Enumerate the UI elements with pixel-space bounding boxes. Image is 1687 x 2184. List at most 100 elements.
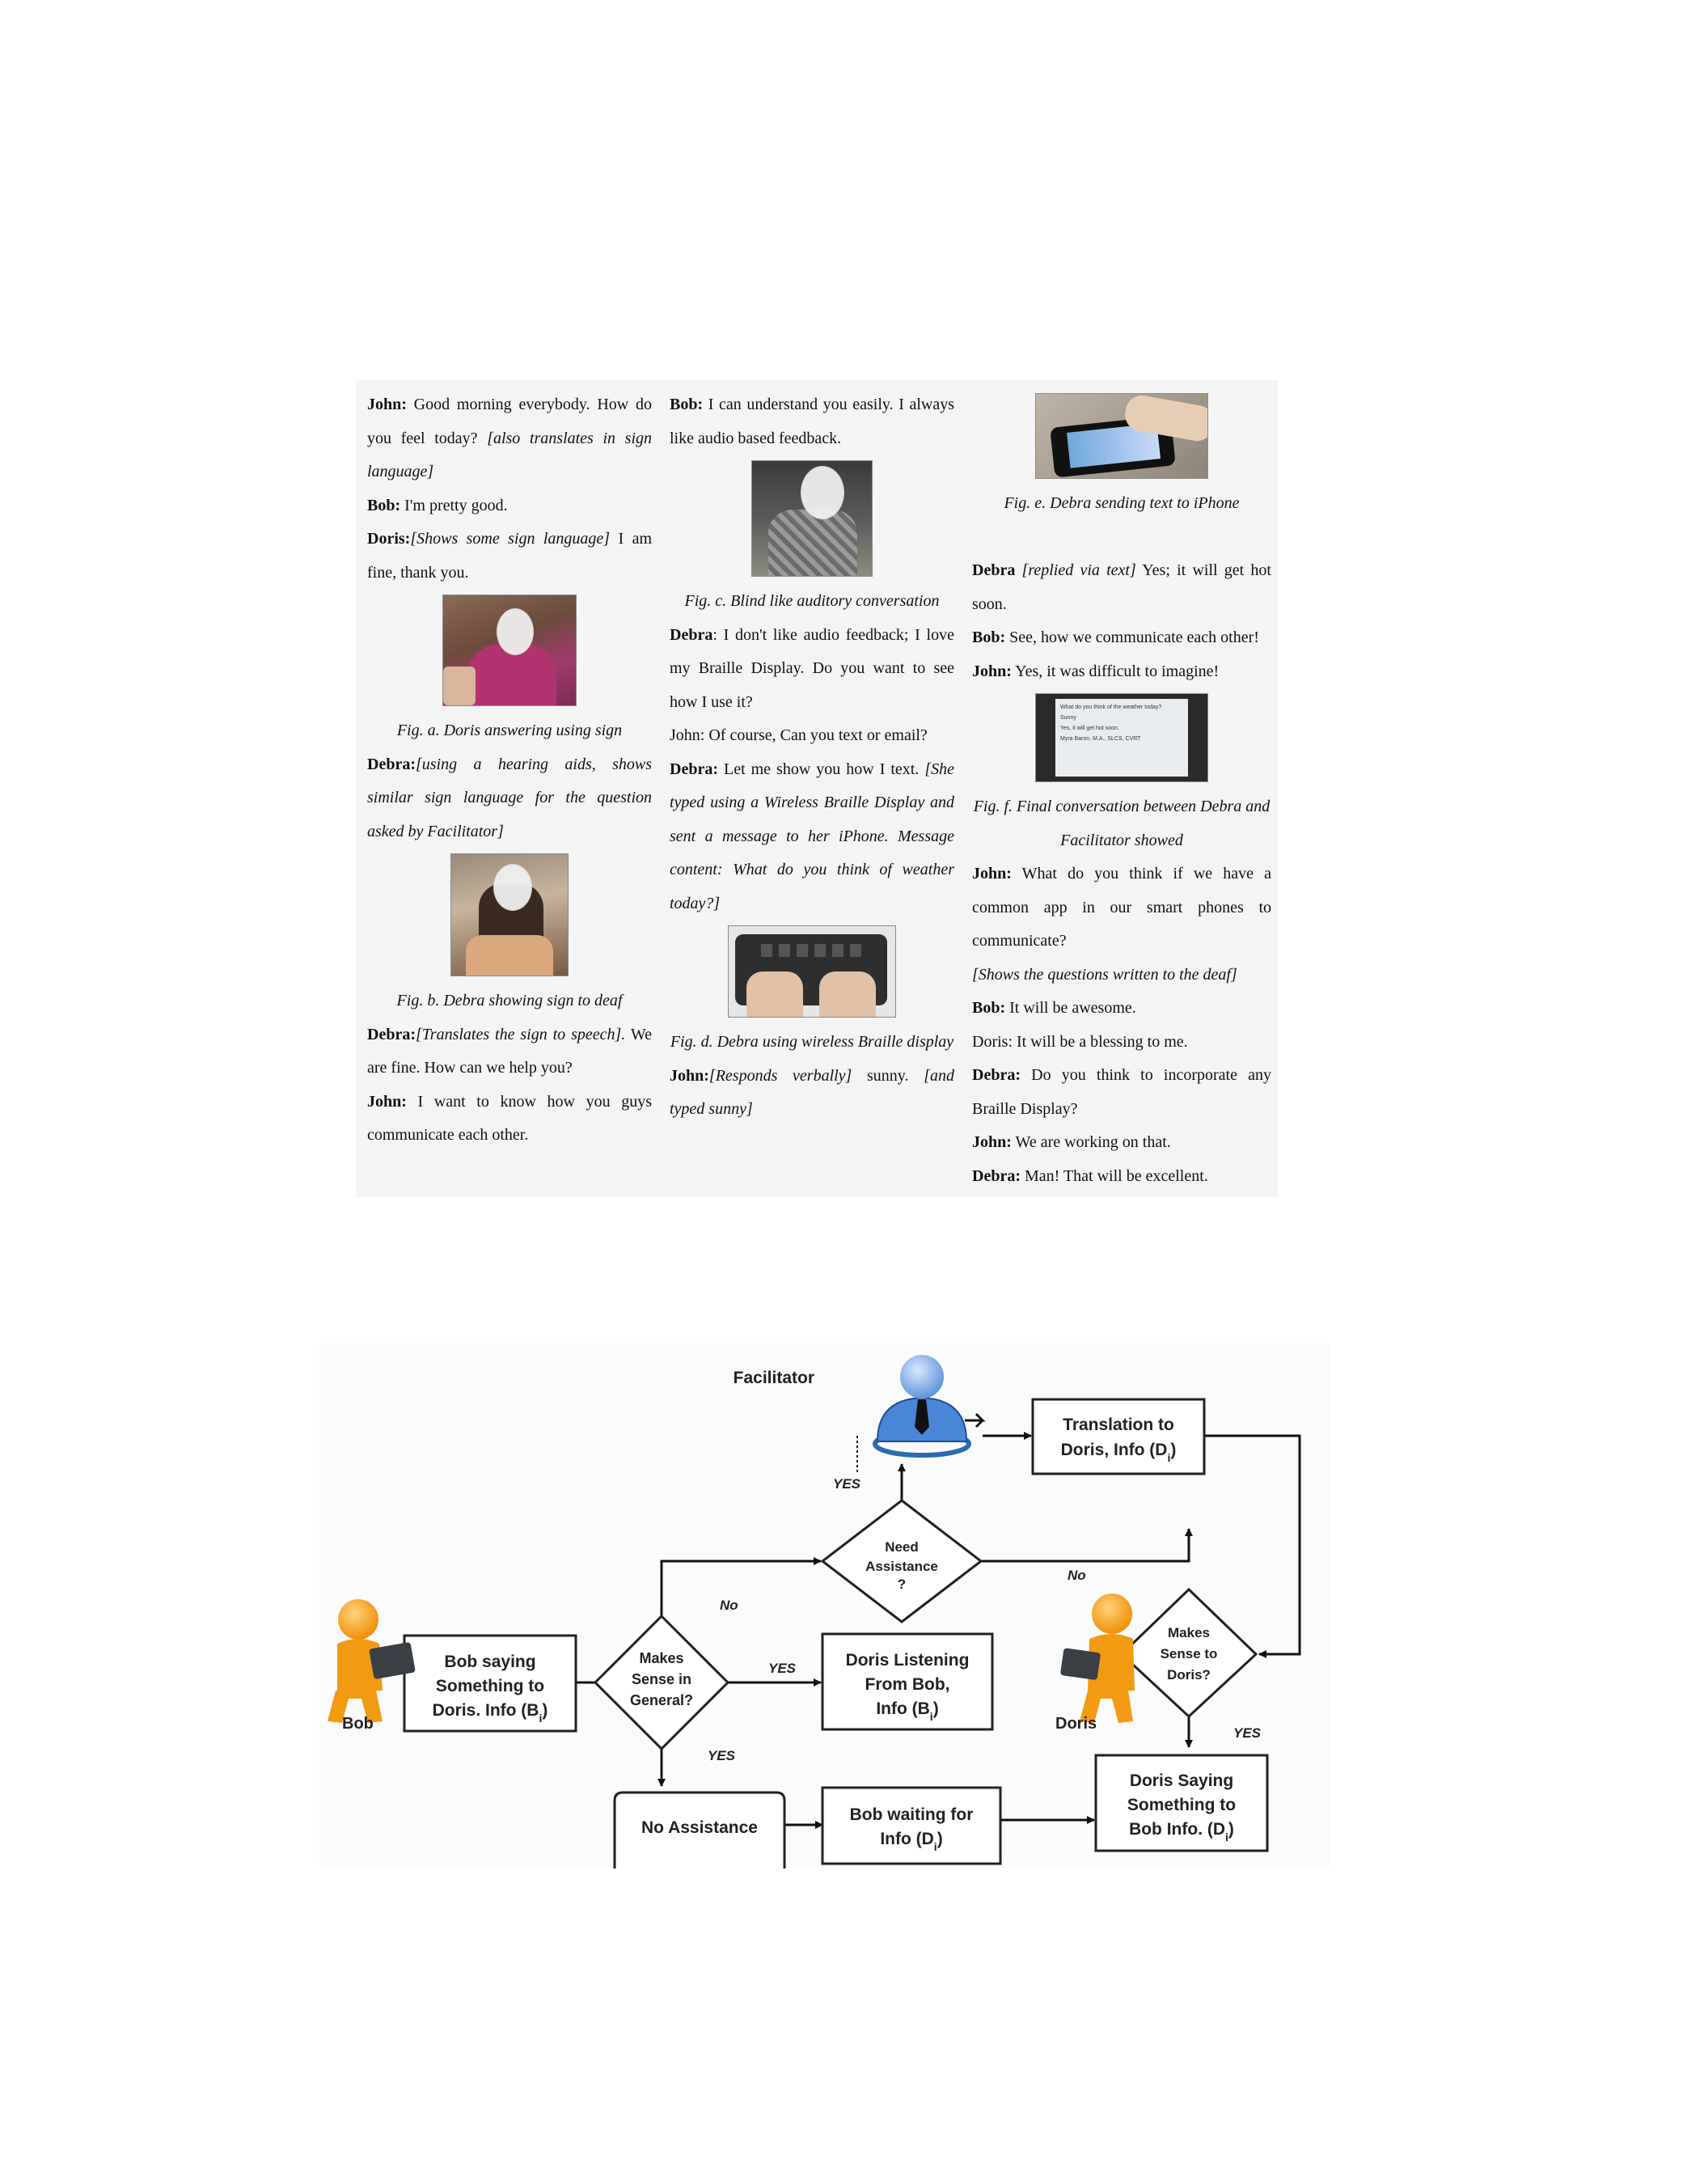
transcript-column-1: John: Good morning everybody. How do you… xyxy=(367,388,652,1153)
figure-e-caption: Fig. e. Debra sending text to iPhone xyxy=(1004,494,1240,512)
flowchart-svg: Facilitator Bob Doris Bob saying Somethi… xyxy=(328,1355,1301,1869)
dialogue-line: Debra: Do you think to incorporate any B… xyxy=(972,1066,1271,1118)
transcript-column-2: Bob: I can understand you easily. I alwa… xyxy=(670,388,954,1127)
shirt-shape xyxy=(768,510,857,576)
decision3-line3: Doris? xyxy=(1167,1667,1211,1682)
bob-person-icon xyxy=(328,1599,416,1723)
doris-listening-line1: Doris Listening xyxy=(846,1651,970,1670)
box-translation xyxy=(1031,1398,1206,1475)
edge-label-yes-general: YES xyxy=(768,1661,797,1676)
decision1-line2: Sense in xyxy=(632,1671,691,1687)
edge-label-no-doris: No xyxy=(1068,1568,1086,1583)
dialogue-line: Debra:[Translates the sign to speech]. W… xyxy=(367,1025,652,1077)
label-bob: Bob xyxy=(342,1715,374,1733)
decision1-line1: Makes xyxy=(639,1650,683,1666)
arrow-no-from-doris xyxy=(981,1528,1193,1563)
edge-label-yes-facilitator: YES xyxy=(833,1476,861,1492)
box-no-assistance xyxy=(613,1791,786,1869)
figure-a-caption: Fig. a. Doris answering using sign xyxy=(396,722,623,739)
arrow-no-to-assistance xyxy=(660,1557,822,1616)
dialogue-line: Debra: Let me show you how I text. [She … xyxy=(670,760,954,912)
arrow-translation-to-doris xyxy=(1204,1434,1301,1658)
blurred-face xyxy=(493,864,532,911)
figure-b-caption: Fig. b. Debra showing sign to deaf xyxy=(396,992,623,1009)
figure-d-caption: Fig. d. Debra using wireless Braille dis… xyxy=(670,1033,954,1051)
phone-signature: Myra Baron, M.A., SLCS, CVRT xyxy=(1060,736,1141,742)
decision-need-assistance xyxy=(820,1499,983,1623)
phone-message: Yes, it will get hot soon. xyxy=(1060,726,1119,731)
dialogue-line: Bob: See, how we communicate each other! xyxy=(972,629,1259,646)
figure-d-photo xyxy=(728,925,896,1018)
translation-line2: Doris, Info (Di) xyxy=(1061,1441,1177,1464)
box-bob-waiting xyxy=(821,1786,1002,1865)
phone-message: Sunny xyxy=(1060,715,1076,721)
blurred-face xyxy=(497,608,534,655)
figure-f-caption: Fig. f. Final conversation between Debra… xyxy=(973,798,1271,849)
bob-saying-line3: Doris. Info (Bi) xyxy=(433,1701,548,1725)
bob-waiting-line1: Bob waiting for xyxy=(850,1805,974,1824)
flow-labels: Facilitator Bob Doris Bob saying Somethi… xyxy=(342,1369,1262,1853)
transcript-column-3: Fig. e. Debra sending text to iPhone Deb… xyxy=(972,388,1271,1193)
phone-message: What do you think of the weather today? xyxy=(1060,705,1162,710)
transcript-page: John: Good morning everybody. How do you… xyxy=(356,380,1278,1197)
decision-makes-sense-general xyxy=(593,1614,730,1751)
translation-line1: Translation to xyxy=(1063,1416,1174,1434)
phone-screen: What do you think of the weather today? … xyxy=(1055,699,1188,777)
dialogue-line: Debra: Man! That will be excellent. xyxy=(972,1166,1208,1185)
box-bob-saying xyxy=(403,1634,577,1733)
flow-boxes xyxy=(403,1398,1269,1869)
dialogue-line: Bob: I can understand you easily. I alwa… xyxy=(670,396,954,447)
shirt-shape xyxy=(466,935,553,976)
edge-label-yes-doris: YES xyxy=(1233,1725,1262,1741)
figure-a-photo xyxy=(442,595,577,706)
dialogue-line: John: Of course, Can you text or email? xyxy=(670,726,928,744)
dialogue-line: John: What do you think if we have a com… xyxy=(972,865,1271,950)
figure-b-photo xyxy=(450,853,569,976)
dialogue-line: Bob: I'm pretty good. xyxy=(367,496,508,514)
decision2-line1: Need xyxy=(885,1539,919,1555)
decision3-line1: Makes xyxy=(1168,1625,1210,1640)
dialogue-line: John: I want to know how you guys commun… xyxy=(367,1092,652,1145)
dialogue-line: John: We are working on that. xyxy=(972,1133,1171,1151)
figure-e-photo xyxy=(1035,393,1208,479)
label-facilitator: Facilitator xyxy=(734,1369,814,1387)
facilitator-icon xyxy=(873,1355,986,1458)
braille-keys-shape xyxy=(761,944,866,957)
dialogue-line: Bob: It will be awesome. xyxy=(972,999,1136,1017)
dialogue-line: Doris:[Shows some sign language] I am fi… xyxy=(367,530,653,582)
dialogue-line: John: Yes, it was difficult to imagine! xyxy=(972,662,1220,680)
box-doris-saying xyxy=(1094,1754,1269,1852)
dialogue-line: John: Good morning everybody. How do you… xyxy=(367,396,653,480)
bob-saying-line2: Something to xyxy=(436,1677,544,1695)
bob-saying-line1: Bob saying xyxy=(444,1653,535,1671)
doris-listening-line2: From Bob, xyxy=(865,1675,950,1694)
dialogue-line: Doris: It will be a blessing to me. xyxy=(972,1032,1188,1051)
decision2-line2: Assistance xyxy=(865,1559,938,1574)
decision2-line3: ? xyxy=(898,1577,906,1592)
decision3-line2: Sense to xyxy=(1161,1646,1218,1661)
edge-label-no-general: No xyxy=(720,1598,738,1613)
hand-shape xyxy=(443,667,476,705)
communication-flowchart: Facilitator Bob Doris Bob saying Somethi… xyxy=(319,1343,1330,1869)
blurred-face xyxy=(801,466,844,519)
edge-labels: YES No YES YES No YES xyxy=(708,1476,1262,1763)
right-hand-shape xyxy=(819,971,876,1017)
bob-waiting-line2: Info (Di) xyxy=(880,1830,942,1853)
doris-saying-line3: Bob Info. (Di) xyxy=(1129,1820,1234,1843)
dialogue-line: Debra: I don't like audio feedback; I lo… xyxy=(670,625,954,711)
no-assistance-label: No Assistance xyxy=(641,1818,758,1837)
box-doris-listening xyxy=(821,1632,994,1731)
dialogue-line: Debra [replied via text] Yes; it will ge… xyxy=(972,561,1271,613)
decision-makes-sense-doris xyxy=(1119,1587,1258,1719)
dialogue-line: Debra:[using a hearing aids, shows simil… xyxy=(367,755,652,840)
decision1-line3: General? xyxy=(630,1692,693,1708)
figure-c-caption: Fig. c. Blind like auditory conversation xyxy=(684,592,940,610)
doris-person-icon xyxy=(1060,1594,1135,1723)
label-doris: Doris xyxy=(1055,1715,1097,1733)
edge-label-yes-down: YES xyxy=(708,1748,736,1763)
figure-c-photo xyxy=(751,460,873,577)
doris-saying-line1: Doris Saying xyxy=(1130,1771,1233,1790)
left-hand-shape xyxy=(746,971,803,1017)
figure-f-photo: What do you think of the weather today? … xyxy=(1035,693,1208,782)
dialogue-line: John:[Responds verbally] sunny. [and typ… xyxy=(670,1066,954,1119)
